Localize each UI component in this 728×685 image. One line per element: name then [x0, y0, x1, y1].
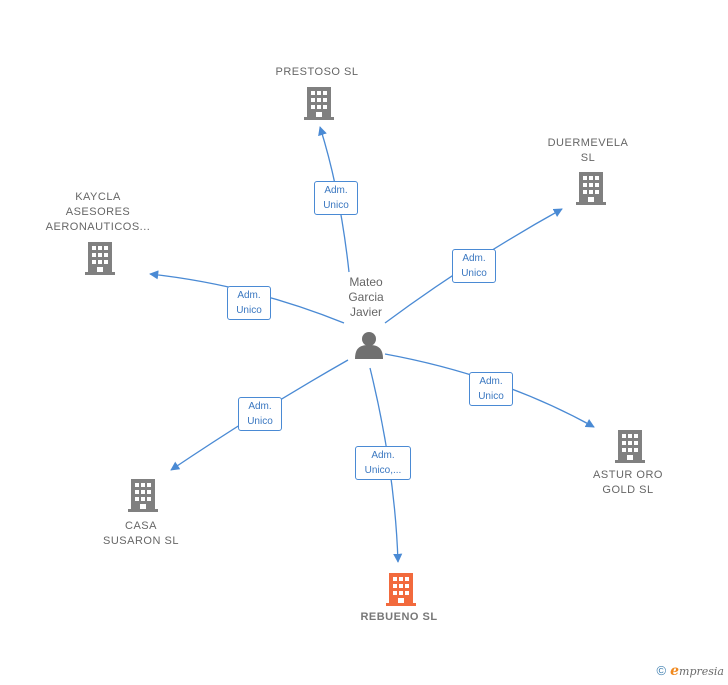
building-icon-astur[interactable] [615, 430, 645, 463]
role-label-prestoso: Adm. Unico [314, 181, 358, 215]
footer-brand: ©empresia [657, 663, 724, 679]
role-label-casa: Adm. Unico [238, 397, 282, 431]
building-icon-rebueno[interactable] [386, 573, 416, 606]
company-label-kaycla[interactable]: KAYCLA ASESORES AERONAUTICOS... [45, 191, 151, 233]
role-label-astur: Adm. Unico [469, 372, 513, 406]
brand-logo-initial: e [670, 663, 680, 679]
building-icon-duermevela[interactable] [576, 172, 606, 205]
company-label-rebueno[interactable]: REBUENO SL [360, 611, 438, 623]
person-name[interactable]: Mateo Garcia Javier [348, 275, 384, 319]
role-label-rebueno: Adm. Unico,... [355, 446, 411, 480]
role-label-kaycla: Adm. Unico [227, 286, 271, 320]
role-label-duermevela: Adm. Unico [452, 249, 496, 283]
company-label-prestoso[interactable]: PRESTOSO SL [275, 66, 359, 78]
company-label-casa[interactable]: CASA SUSARON SL [103, 520, 179, 547]
building-icon-kaycla[interactable] [85, 242, 115, 275]
building-icon-casa[interactable] [128, 479, 158, 512]
company-label-astur[interactable]: ASTUR ORO GOLD SL [593, 469, 663, 496]
person-icon [355, 332, 383, 359]
building-icon-prestoso[interactable] [304, 87, 334, 120]
brand-logo-text: mpresia [679, 665, 724, 678]
company-label-duermevela[interactable]: DUERMEVELA SL [547, 137, 629, 164]
copyright-icon: © [656, 663, 667, 678]
